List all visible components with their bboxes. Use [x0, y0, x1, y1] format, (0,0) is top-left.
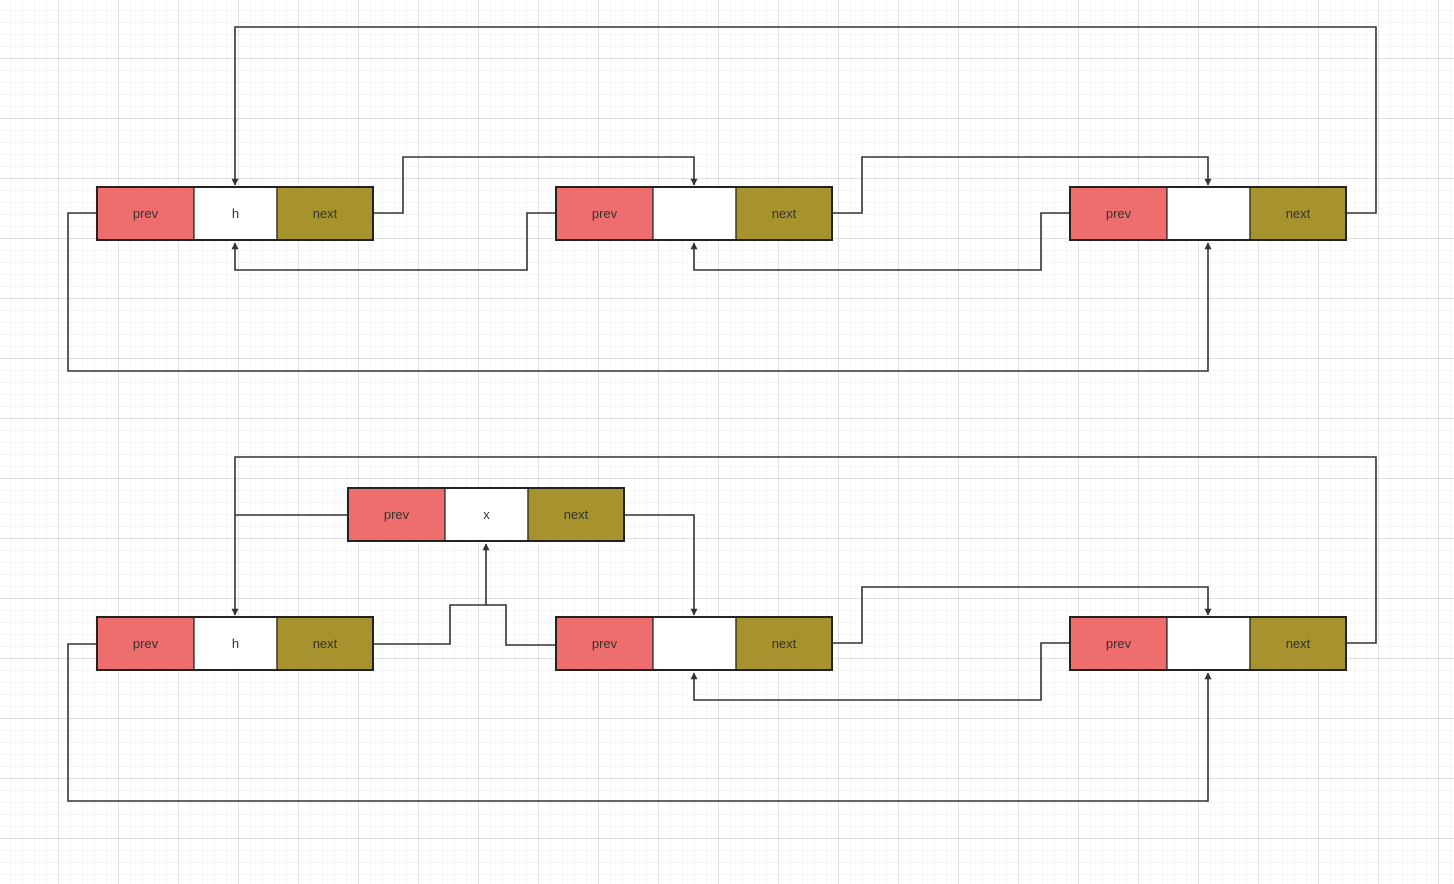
- prev-label: prev: [1106, 206, 1132, 221]
- top-node-3: prev next: [1069, 186, 1347, 241]
- edge-t1-prev-to-t3: [67, 212, 1212, 372]
- data-cell: [193, 616, 278, 671]
- prev-cell: [555, 186, 654, 241]
- node-frame: [555, 616, 833, 671]
- edge-x-next-to-b2: [624, 514, 698, 616]
- bottom-node-x: prev x next: [347, 487, 625, 542]
- next-cell: [276, 186, 374, 241]
- node-frame: [1069, 186, 1347, 241]
- edge-b3-prev-to-b2: [690, 642, 1070, 701]
- data-cell: [652, 186, 737, 241]
- next-label: next: [1286, 636, 1311, 651]
- edge-t3-next-to-t1: [231, 26, 1377, 214]
- bottom-node-1: prev h next: [96, 616, 374, 671]
- edge-b2-prev-to-x: [486, 604, 556, 646]
- edge-t2-prev-to-t1: [231, 212, 556, 271]
- data-cell: [652, 616, 737, 671]
- prev-cell: [1069, 616, 1168, 671]
- node-frame: [347, 487, 625, 542]
- next-cell: [735, 616, 833, 671]
- prev-label: prev: [133, 636, 159, 651]
- top-connectors: [67, 26, 1377, 372]
- prev-cell: [1069, 186, 1168, 241]
- edge-b2-next-to-b3: [832, 586, 1212, 644]
- top-node-2: prev next: [555, 186, 833, 241]
- node-frame: [1069, 616, 1347, 671]
- top-node-1: prev h next: [96, 186, 374, 241]
- edge-t3-prev-to-t2: [690, 212, 1070, 271]
- next-label: next: [772, 636, 797, 651]
- next-label: next: [313, 636, 338, 651]
- prev-label: prev: [592, 636, 618, 651]
- next-cell: [276, 616, 374, 671]
- next-label: next: [313, 206, 338, 221]
- node-frame: [555, 186, 833, 241]
- bottom-node-3: prev next: [1069, 616, 1347, 671]
- next-label: next: [564, 507, 589, 522]
- data-label: h: [232, 636, 239, 651]
- data-cell: [1166, 186, 1251, 241]
- bottom-node-2: prev next: [555, 616, 833, 671]
- edge-t1-next-to-t2: [373, 156, 698, 214]
- node-frame: [96, 616, 374, 671]
- prev-label: prev: [1106, 636, 1132, 651]
- edge-b1-next-to-x: [373, 543, 490, 645]
- next-label: next: [772, 206, 797, 221]
- prev-label: prev: [592, 206, 618, 221]
- bottom-connectors: [67, 456, 1377, 802]
- prev-cell: [555, 616, 654, 671]
- prev-label: prev: [133, 206, 159, 221]
- data-label: x: [483, 507, 490, 522]
- next-cell: [527, 487, 625, 542]
- prev-cell: [96, 616, 195, 671]
- next-label: next: [1286, 206, 1311, 221]
- data-cell: [1166, 616, 1251, 671]
- edge-t2-next-to-t3: [832, 156, 1212, 214]
- edge-b1-prev-to-b3: [67, 643, 1212, 802]
- data-label: h: [232, 206, 239, 221]
- node-frame: [96, 186, 374, 241]
- prev-label: prev: [384, 507, 410, 522]
- edge-b3-next-to-b1: [231, 456, 1377, 644]
